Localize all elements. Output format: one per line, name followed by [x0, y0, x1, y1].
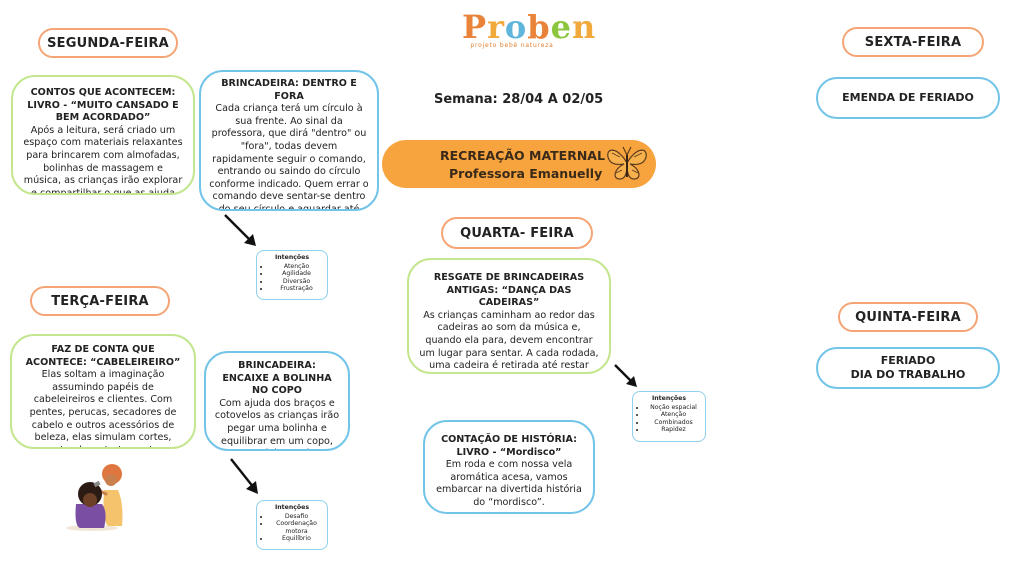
terca-story-card: FAZ DE CONTA QUE ACONTECE: “CABELEIREIRO… [10, 334, 196, 449]
segunda-story-card: CONTOS QUE ACONTECEM: LIVRO - “MUITO CAN… [11, 75, 195, 195]
day-label-terca: TERÇA-FEIRA [30, 286, 170, 316]
logo-letter: r [487, 8, 505, 46]
intention-item: Rapidez [646, 426, 701, 434]
sexta-note-card: EMENDA DE FERIADO [816, 77, 1000, 119]
intention-item: Coordenação motora [270, 520, 323, 535]
card-title: BRINCADEIRA: ENCAIXE A BOLINHA NO COPO [214, 360, 340, 398]
card-title: BRINCADEIRA: DENTRO E FORA [209, 78, 369, 103]
note-line: DIA DO TRABALHO [824, 368, 992, 382]
intentions-title: Intenções [637, 395, 701, 403]
intention-item: Noção espacial [646, 404, 701, 412]
intention-item: Frustração [270, 285, 323, 293]
card-title: FAZ DE CONTA QUE ACONTECE: “CABELEIREIRO… [22, 344, 184, 369]
segunda-intentions: Intenções Atenção Agilidade Diversão Fru… [256, 250, 328, 300]
quarta-story-card: CONTAÇÃO DE HISTÓRIA: LIVRO - “Mordisco”… [423, 420, 595, 514]
segunda-game-card: BRINCADEIRA: DENTRO E FORA Cada criança … [199, 70, 379, 211]
terca-game-card: BRINCADEIRA: ENCAIXE A BOLINHA NO COPO C… [204, 351, 350, 451]
intention-item: Combinados [646, 419, 701, 427]
intention-item: Diversão [270, 278, 323, 286]
logo-letter: o [505, 8, 527, 46]
card-body: Em roda e com nossa vela aromática acesa… [435, 459, 583, 509]
logo-letter: P [462, 8, 487, 46]
note-line: EMENDA DE FERIADO [824, 91, 992, 105]
card-body: Após a leitura, será criado um espaço co… [23, 125, 183, 195]
logo-wordmark: Proben [462, 10, 562, 44]
quinta-note-card: FERIADO DIA DO TRABALHO [816, 347, 1000, 389]
arrow-icon [612, 362, 642, 392]
logo-letter: e [551, 8, 572, 46]
card-body: Elas soltam a imaginação assumindo papéi… [22, 369, 184, 449]
hairdresser-illustration [64, 460, 134, 532]
card-body: Com ajuda dos braços e cotovelos as cria… [214, 398, 340, 451]
intention-item: Atenção [646, 411, 701, 419]
banner-title: RECREAÇÃO MATERNAL [440, 148, 605, 163]
arrow-icon [222, 212, 262, 252]
logo-letter: b [527, 8, 550, 46]
note-line: FERIADO [824, 354, 992, 368]
intention-item: Agilidade [270, 270, 323, 278]
brand-logo: Proben projeto bebê natureza [462, 10, 562, 49]
arrow-icon [228, 456, 266, 498]
week-label: Semana: 28/04 A 02/05 [434, 92, 603, 107]
card-body: Cada criança terá um círculo à sua frent… [209, 103, 369, 211]
intentions-title: Intenções [261, 254, 323, 262]
intention-item: Atenção [270, 263, 323, 271]
day-label-quarta: QUARTA- FEIRA [441, 217, 593, 249]
day-label-sexta: SEXTA-FEIRA [842, 27, 984, 57]
butterfly-icon [604, 143, 650, 183]
logo-tagline: projeto bebê natureza [462, 42, 562, 49]
intentions-title: Intenções [261, 504, 323, 512]
quarta-intentions: Intenções Noção espacial Atenção Combina… [632, 391, 706, 442]
card-body: As crianças caminham ao redor das cadeir… [419, 310, 599, 374]
logo-letter: n [572, 8, 596, 46]
banner-teacher: Professora Emanuelly [449, 166, 602, 181]
terca-intentions: Intenções Desafio Coordenação motora Equ… [256, 500, 328, 550]
card-title: CONTAÇÃO DE HISTÓRIA: LIVRO - “Mordisco” [435, 434, 583, 459]
quarta-game-card: RESGATE DE BRINCADEIRAS ANTIGAS: “DANÇA … [407, 258, 611, 374]
intention-item: Desafio [270, 513, 323, 521]
card-title: CONTOS QUE ACONTECEM: LIVRO - “MUITO CAN… [23, 87, 183, 125]
intention-item: Equilíbrio [270, 535, 323, 543]
day-label-segunda: SEGUNDA-FEIRA [38, 28, 178, 58]
day-label-quinta: QUINTA-FEIRA [838, 302, 978, 332]
card-title: RESGATE DE BRINCADEIRAS ANTIGAS: “DANÇA … [419, 272, 599, 310]
